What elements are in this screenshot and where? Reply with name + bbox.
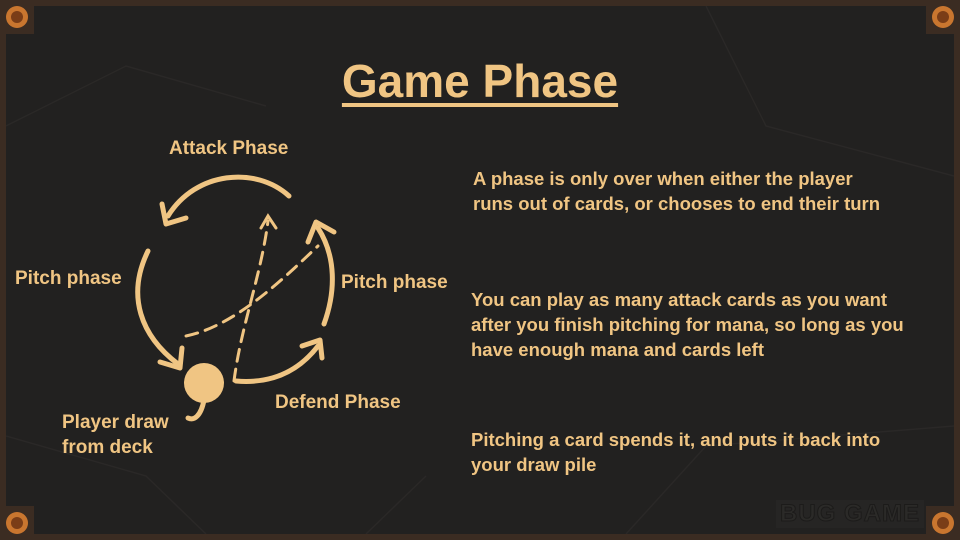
watermark-logo: BUG GAME xyxy=(776,500,924,528)
note-pitching: Pitching a card spends it, and puts it b… xyxy=(471,427,880,477)
note-line: have enough mana and cards left xyxy=(471,339,764,360)
page-title: Game Phase xyxy=(341,55,619,107)
label-player-draw-line1: Player draw xyxy=(62,412,169,433)
note-line: runs out of cards, or chooses to end the… xyxy=(473,193,881,214)
corner-ornament xyxy=(926,6,954,34)
note-line: your draw pile xyxy=(471,454,597,475)
corner-ornament xyxy=(6,506,34,534)
label-pitch-phase-right: Pitch phase xyxy=(341,272,448,293)
note-line: after you finish pitching for mana, so l… xyxy=(471,314,904,335)
arrow-pitch-right xyxy=(315,225,335,327)
note-attack-cards: You can play as many attack cards as you… xyxy=(471,287,904,362)
deck-circle xyxy=(184,363,224,403)
dashed-path-pitch xyxy=(184,244,320,338)
background-lines xyxy=(6,6,954,534)
arrow-attack-phase xyxy=(165,174,292,219)
note-line: You can play as many attack cards as you… xyxy=(471,289,888,310)
label-player-draw: Player draw from deck xyxy=(62,410,169,460)
arrow-pitch-left xyxy=(135,248,181,367)
label-pitch-phase-left: Pitch phase xyxy=(15,268,122,289)
label-player-draw-line2: from deck xyxy=(62,437,153,458)
note-line: Pitching a card spends it, and puts it b… xyxy=(471,429,881,450)
corner-ornament xyxy=(926,506,954,534)
deck-tail xyxy=(185,397,207,422)
phase-cycle-diagram xyxy=(135,174,337,422)
dashed-path-attack xyxy=(232,219,270,383)
label-attack-phase: Attack Phase xyxy=(169,138,289,159)
note-phase-end: A phase is only over when either the pla… xyxy=(473,166,880,216)
label-defend-phase: Defend Phase xyxy=(275,392,401,413)
arrow-defend-phase xyxy=(233,343,321,384)
corner-ornament xyxy=(6,6,34,34)
note-line: A phase is only over when either the pla… xyxy=(473,168,853,189)
